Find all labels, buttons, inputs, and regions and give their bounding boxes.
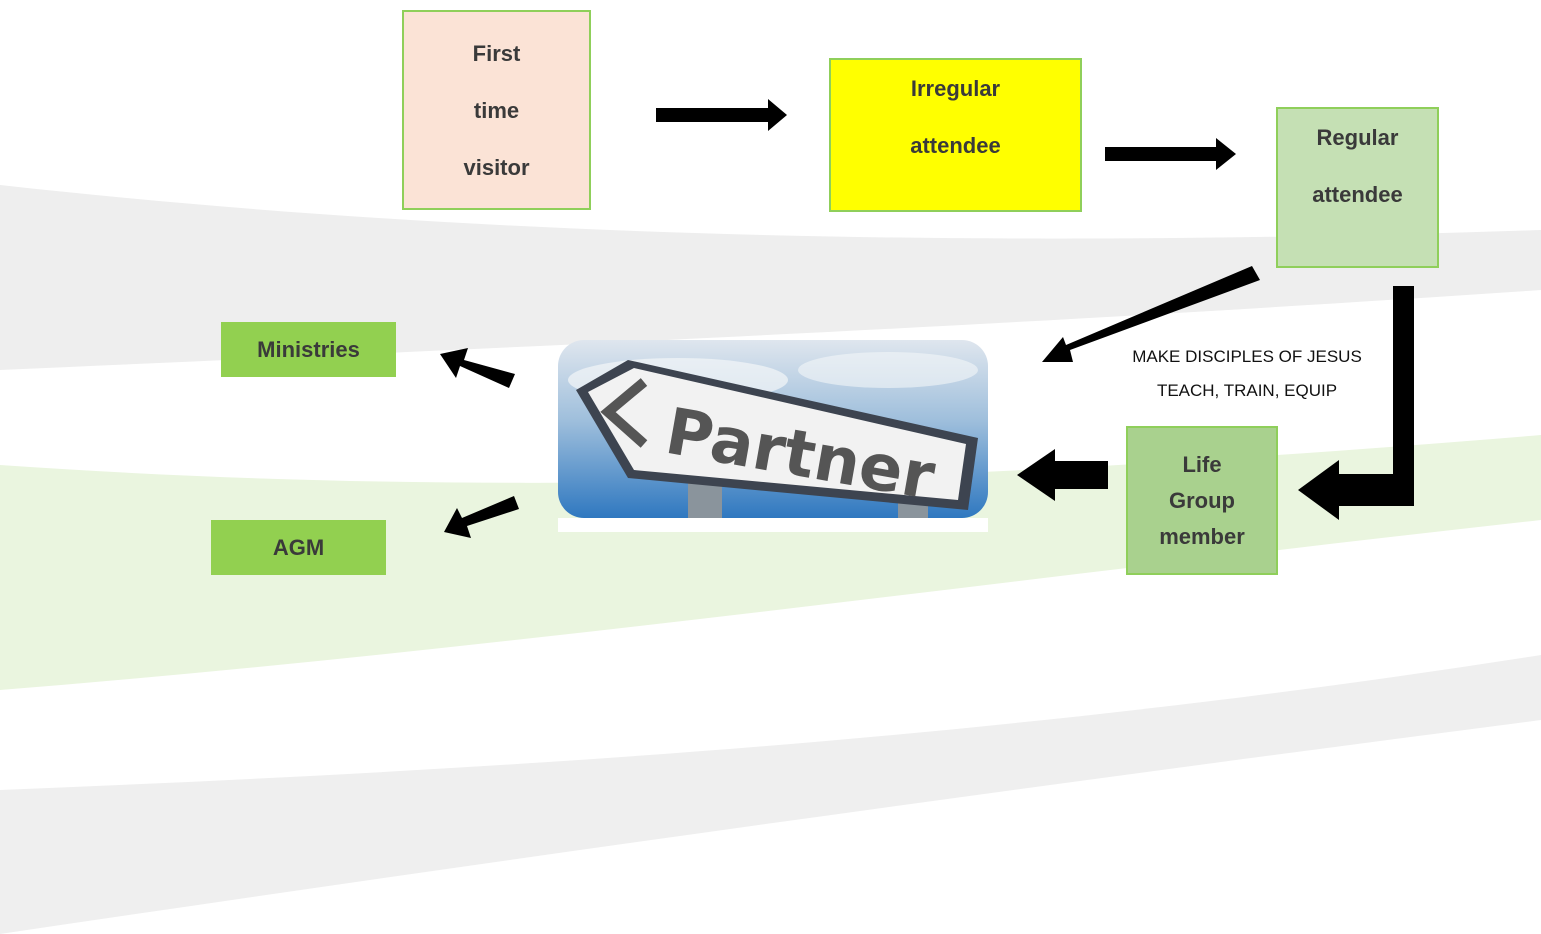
agm-label: AGM	[272, 534, 325, 560]
gray-band-bottom	[0, 655, 1541, 934]
regular-attendee-line1: Regular	[1316, 125, 1399, 150]
partner-sign-image: Partner	[558, 340, 988, 532]
irregular-attendee-box: Irregular attendee	[829, 58, 1082, 212]
arrow-lifegroup-to-partner	[1017, 449, 1108, 501]
life-group-line1: Life	[1182, 451, 1222, 477]
first-time-visitor-line1: First	[472, 40, 521, 66]
arrow-partner-to-agm	[444, 496, 519, 538]
life-group-line3: member	[1159, 523, 1245, 549]
sign-face	[588, 368, 966, 500]
arrow-irregular-to-regular	[1105, 138, 1236, 170]
discipleship-note: MAKE DISCIPLES OF JESUS TEACH, TRAIN, EQ…	[1087, 340, 1407, 408]
first-time-visitor-box: First time visitor	[402, 10, 591, 210]
irregular-attendee-line2: attendee	[910, 133, 1001, 158]
regular-attendee-box: Regular attendee	[1276, 107, 1439, 268]
arrow-partner-to-ministries	[440, 348, 515, 388]
arrow-regular-to-partner	[1042, 266, 1260, 362]
life-group-line2: Group	[1169, 487, 1235, 513]
first-time-visitor-line3: visitor	[463, 154, 530, 180]
arrow-regular-to-lifegroup	[1298, 286, 1414, 520]
ministries-label: Ministries	[257, 336, 360, 362]
note-line-2: TEACH, TRAIN, EQUIP	[1156, 381, 1338, 400]
irregular-attendee-line1: Irregular	[910, 76, 1001, 101]
ministries-box: Ministries	[221, 322, 396, 377]
agm-box: AGM	[211, 520, 386, 575]
life-group-member-box: Life Group member	[1126, 426, 1278, 575]
regular-attendee-line2: attendee	[1312, 182, 1403, 207]
sign-chevron	[600, 378, 648, 448]
first-time-visitor-line2: time	[473, 97, 520, 123]
note-line-1: MAKE DISCIPLES OF JESUS	[1132, 347, 1362, 366]
arrow-visitor-to-irregular	[656, 99, 787, 131]
